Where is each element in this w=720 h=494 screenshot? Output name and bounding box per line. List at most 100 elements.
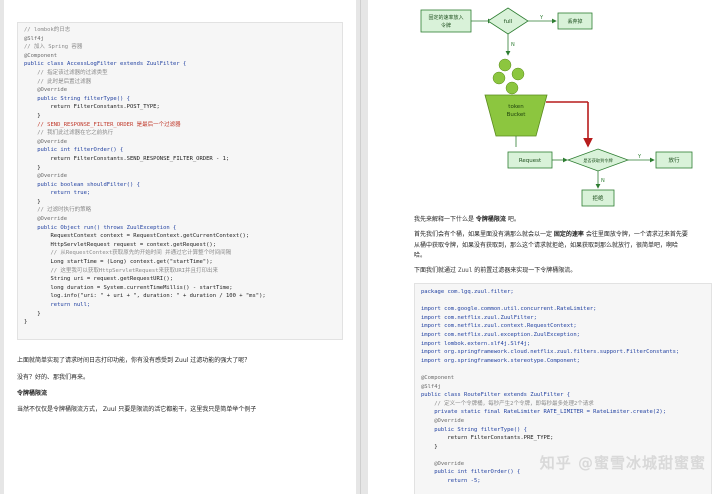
code-line: String uri = request.getRequestURI(); (24, 276, 174, 283)
explanation-part-3: 从桶中获取令牌，如果没有获取到，那么这个请求就拒绝，如果获取到那么就放行，很简单… (414, 241, 679, 249)
code-line: return FilterConstants.SEND_RESPONSE_FIL… (24, 155, 230, 162)
full-label: full (504, 19, 513, 25)
code-line: } (24, 319, 28, 326)
code-line: return FilterConstants.PRE_TYPE; (421, 435, 554, 442)
paragraph-example: 当然不仅仅是令牌桶限流方式， Zuul 只要是限流的活它都能干，这里我只是简单举… (17, 406, 257, 413)
discard-label: 丢弃掉 (567, 18, 582, 25)
code-line: // 加入 Spring 容器 (24, 44, 83, 51)
code-line: Long startTime = (Long) context.get("sta… (24, 259, 213, 266)
code-block-access-log-filter: // lombok的日志 @Slf4j // 加入 Spring 容器@Compon… (17, 22, 343, 340)
code-line: public String filterType() { (24, 95, 130, 102)
code-line: public class AccessLogFilter extends Zuu… (24, 61, 187, 68)
code-line: } (24, 198, 41, 205)
code-line: } (24, 112, 41, 119)
right-page: 固定的速率放入 令牌 full Y 丢弃掉 N token Bucket Req… (368, 0, 720, 494)
explanation-part-2: 会往里面放令牌，一个请求过来首先要 (583, 231, 688, 238)
code-line: } (24, 164, 41, 171)
code-line: // 我们此过滤器在它之前执行 (24, 130, 114, 137)
code-line: public int filterOrder() { (24, 147, 124, 154)
code-line: @Override (421, 460, 465, 467)
n-label-1: N (511, 42, 515, 48)
paragraph-intro: 我先来解释一下什么是 令牌桶限流 吧。 (414, 215, 714, 225)
heading-token-bucket: 令牌桶限流 (17, 390, 48, 397)
request-label: Request (519, 158, 542, 164)
token-label: token (508, 104, 524, 110)
code-line: return -5; (421, 478, 481, 485)
page-divider (360, 0, 361, 494)
code-line: log.info("uri: " + uri + ", duration: " … (24, 293, 266, 300)
implementation-prefix: 下面我们就通过 (414, 267, 458, 274)
n-label-2: N (601, 178, 605, 184)
explanation-part-1: 首先我们会有个桶，如果里面没有满那么就会以一定 (414, 231, 554, 238)
code-line: public Object run() throws ZuulException… (24, 224, 177, 231)
code-line: @Override (24, 138, 68, 145)
left-page: // lombok的日志 @Slf4j // 加入 Spring 容器@Compon… (4, 0, 356, 494)
code-line: return true; (24, 190, 91, 197)
paragraph-not-yet: 没有？好的、那我们再来。 (17, 374, 90, 381)
code-line (421, 365, 705, 374)
bucket-label: Bucket (507, 112, 527, 118)
code-line: return FilterConstants.POST_TYPE; (24, 104, 160, 111)
code-line: public class RouteFilter extends ZuulFil… (421, 392, 571, 399)
code-line: } (421, 443, 438, 450)
code-line: package com.lgq.zuul.filter; (421, 289, 514, 295)
implementation-suffix: 的前置过滤器来实现一下令牌桶限流。 (472, 267, 577, 274)
code-line: @Override (24, 87, 68, 94)
intro-prefix: 我先来解释一下什么是 (414, 216, 476, 223)
fixed-rate-label-2: 令牌 (441, 22, 451, 29)
check-label: 是否获取到令牌 (583, 157, 612, 164)
code-line: // 这里我可以获取HttpServletRequest来获取URI并且打印出来 (24, 267, 218, 274)
paragraph-summary: 上面就简单实现了请求时间日志打印功能，你有没有感受到 Zuul 过滤功能的强大了… (17, 357, 251, 364)
code-line: import org.springframework.cloud.netflix… (421, 349, 680, 356)
code-line: import com.netflix.zuul.ZuulFilter; (421, 314, 537, 321)
token-dot (492, 71, 506, 85)
y-label-2: Y (637, 154, 642, 160)
token-dot (511, 67, 525, 81)
code-line: @Override (421, 417, 465, 424)
intro-suffix: 吧。 (505, 216, 520, 223)
reject-label: 拒绝 (592, 194, 604, 202)
code-line: @Slf4j (24, 35, 44, 42)
code-line: // 过滤时执行的策略 (24, 207, 92, 214)
code-line: @Component (421, 374, 455, 381)
fixed-rate-label-1: 固定的速率放入 (428, 14, 463, 21)
code-line: // 定义一个令牌桶，每秒产生2个令牌，即每秒最多处理2个请求 (421, 400, 594, 407)
reject-box (581, 189, 615, 207)
paragraph-explanation: 首先我们会有个桶，如果里面没有满那么就会以一定 固定的速率 会往里面放令牌，一个… (414, 230, 718, 262)
code-line: // SEND_RESPONSE_FILTER_ORDER 是最后一个过滤器 (24, 121, 181, 128)
code-line: // 此时是后置过滤器 (24, 78, 92, 85)
pass-label: 放行 (668, 156, 680, 164)
intro-bold: 令牌桶限流 (475, 216, 506, 223)
code-line: @Override (24, 216, 68, 223)
token-bucket-diagram: 固定的速率放入 令牌 full Y 丢弃掉 N token Bucket Req… (420, 7, 693, 207)
discard-box (557, 12, 593, 30)
code-line: // 从RequestContext获取原先的开始时间 并通过它计算整个时间间隔 (24, 250, 232, 257)
code-line: long duration = System.currentTimeMillis… (24, 284, 233, 291)
code-line: HttpServletRequest request = context.get… (24, 241, 217, 248)
paragraph-implementation: 下面我们就通过 Zuul 的前置过滤器来实现一下令牌桶限流。 (414, 266, 714, 276)
explanation-bold: 固定的速率 (553, 231, 584, 238)
code-line: RequestContext context = RequestContext.… (24, 233, 250, 240)
bucket-shape (484, 94, 548, 137)
code-line: import com.netflix.zuul.exception.ZuulEx… (421, 331, 580, 338)
token-dot (505, 81, 519, 95)
explanation-part-4: 哈。 (414, 252, 427, 259)
watermark: 知乎 @蜜雪冰城甜蜜蜜 (539, 454, 706, 472)
code-line (421, 297, 705, 306)
code-line: // lombok的日志 (24, 27, 71, 33)
code-line: @Component (24, 52, 58, 59)
code-line: @Slf4j (421, 383, 441, 390)
code-line: public int filterOrder() { (421, 469, 521, 476)
code-line: import com.netflix.zuul.context.RequestC… (421, 323, 577, 330)
token-dot (498, 58, 512, 72)
code-line: @Override (24, 173, 68, 180)
code-line: } (24, 310, 41, 317)
code-line: // 指定该过滤器的过滤类型 (24, 69, 108, 76)
code-line: public boolean shouldFilter() { (24, 181, 140, 188)
code-line: import com.google.common.util.concurrent… (421, 306, 597, 313)
pass-box (655, 151, 693, 169)
code-line: import org.springframework.stereotype.Co… (421, 357, 580, 364)
implementation-code: Zuul (457, 267, 473, 274)
code-block-route-filter: package com.lgq.zuul.filter; import com.… (414, 283, 712, 494)
code-line: import lombok.extern.slf4j.Slf4j; (421, 340, 531, 347)
